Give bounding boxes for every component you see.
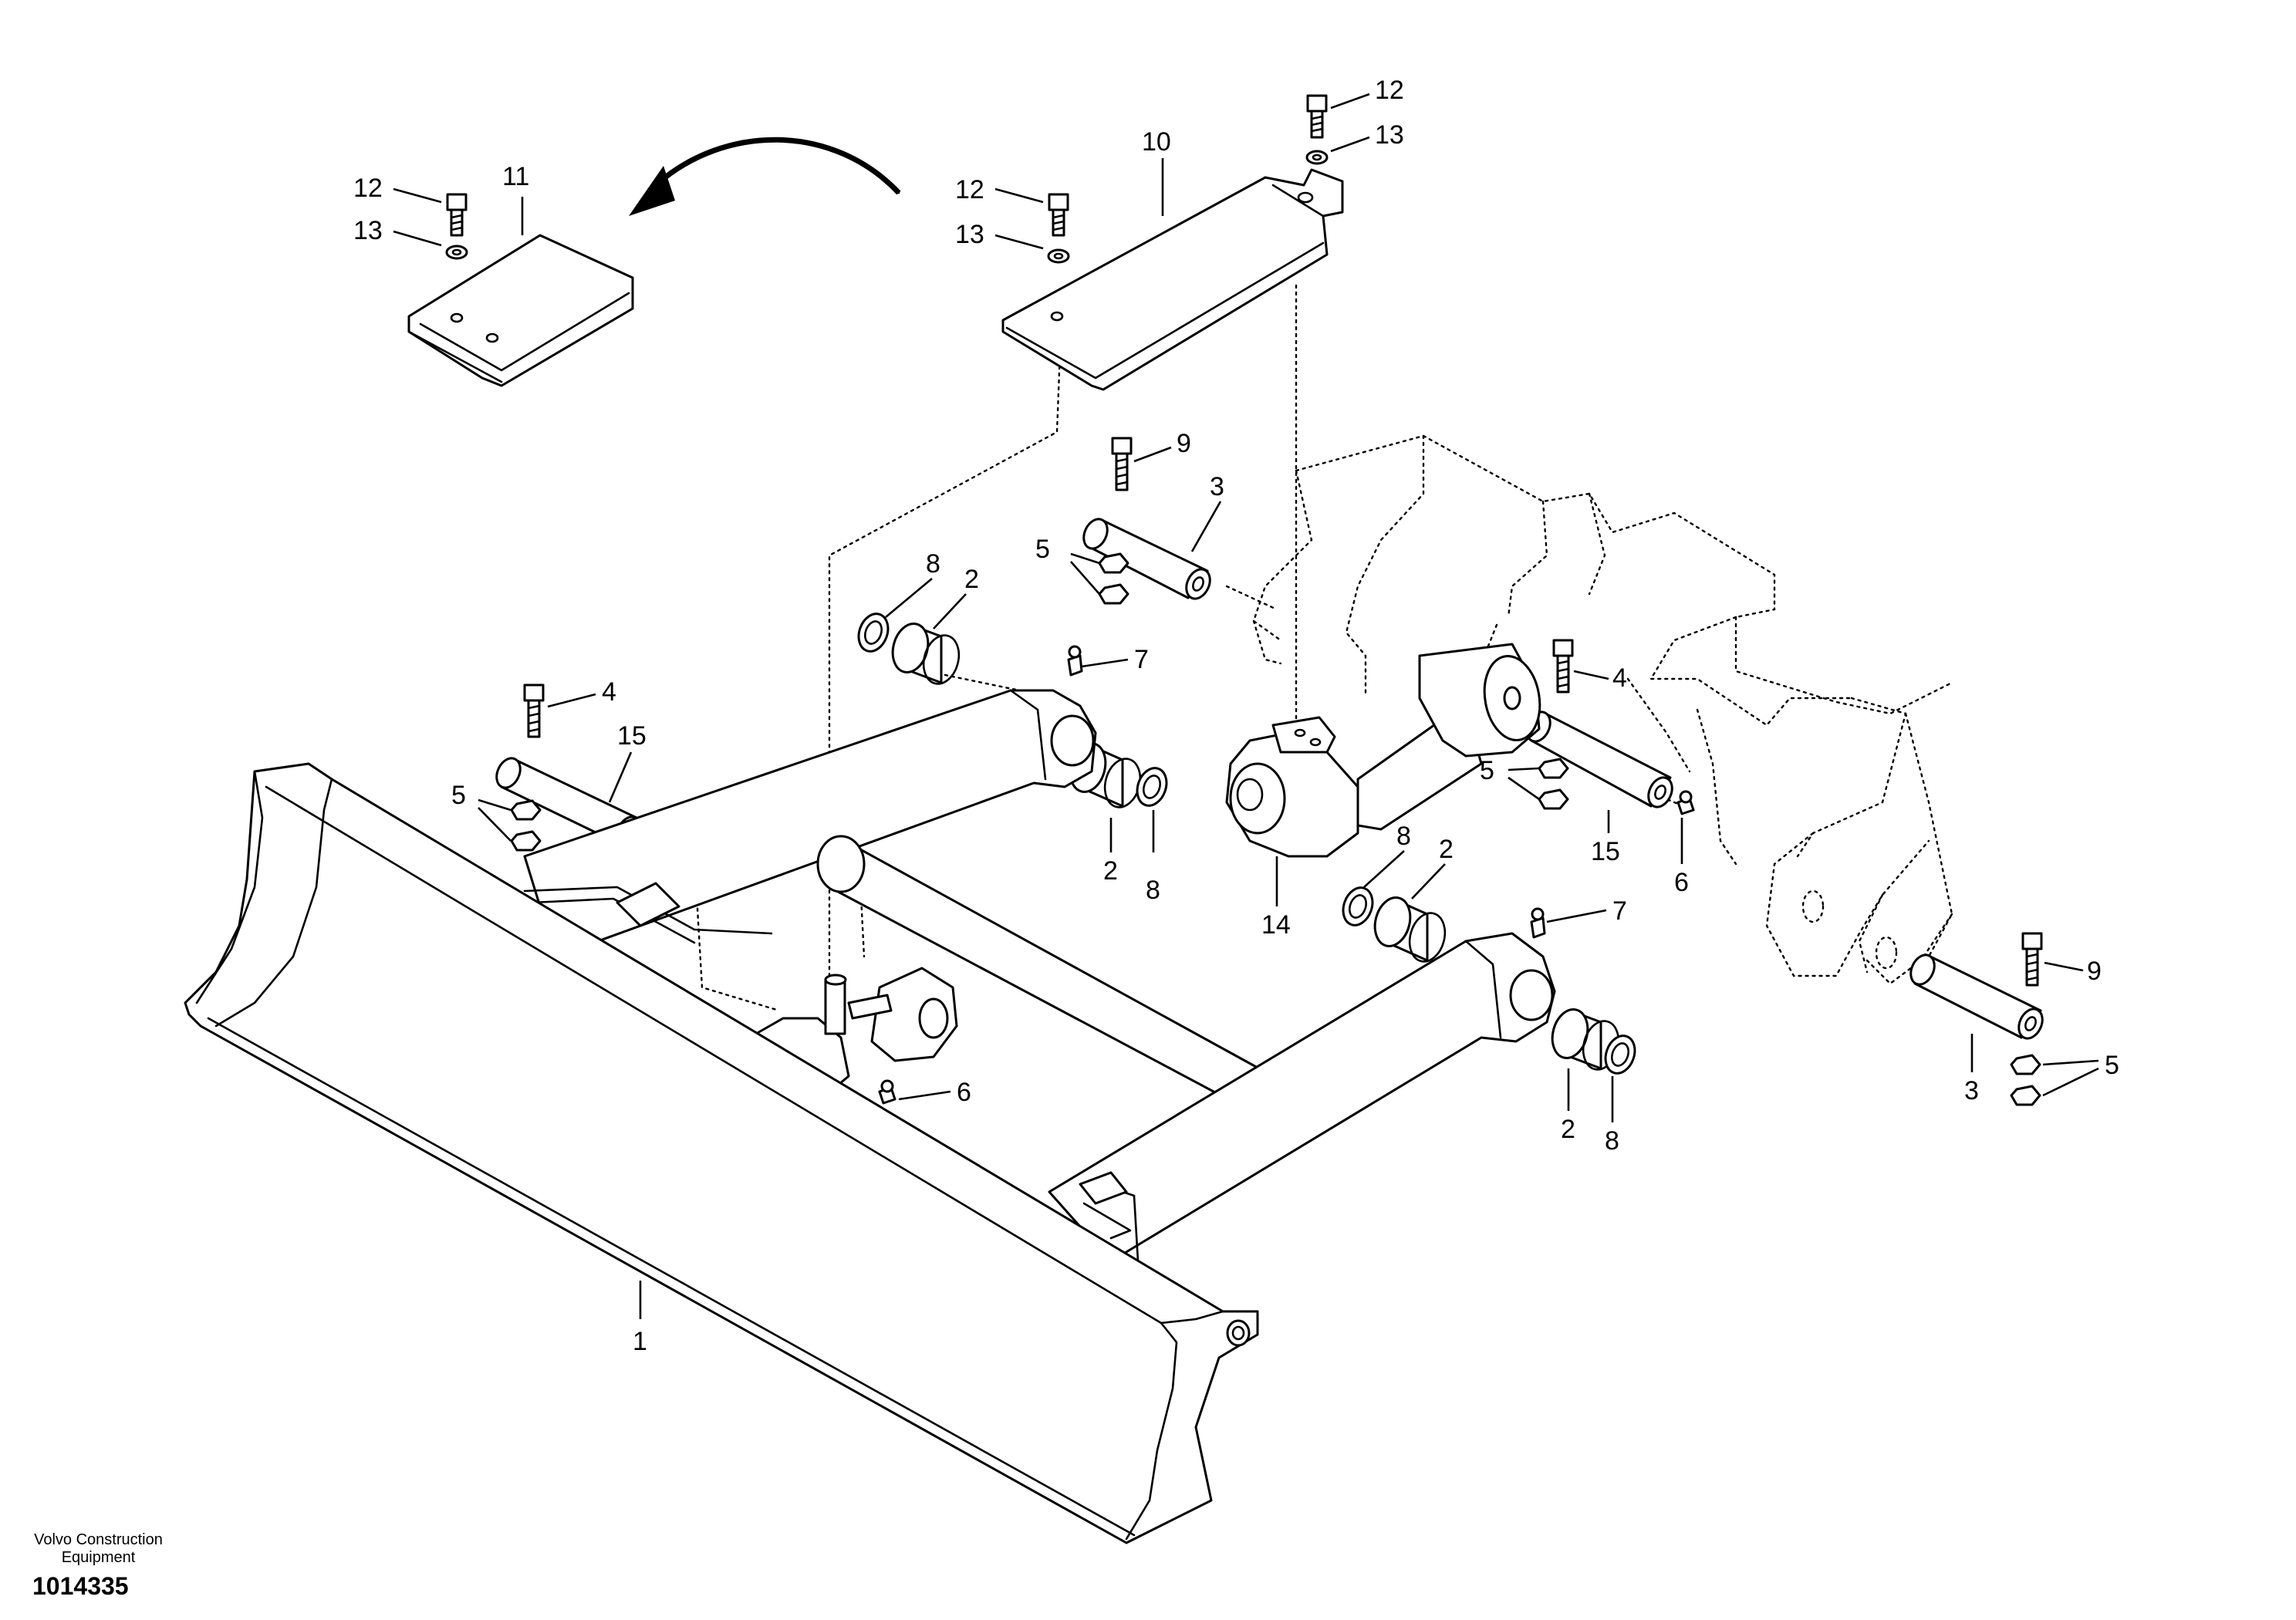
callout-3: 3: [1964, 1076, 1979, 1105]
callout-9: 9: [1177, 429, 1191, 458]
callout-5: 5: [2105, 1051, 2119, 1080]
dozer-blade: [184, 762, 1259, 1544]
callout-12: 12: [955, 175, 984, 204]
callout-7: 7: [1612, 896, 1627, 926]
cover-plate-10: [1001, 168, 1344, 391]
blade-frame: [523, 689, 1556, 1263]
callout-4: 4: [602, 677, 616, 707]
callout-8: 8: [926, 549, 940, 579]
callout-7: 7: [1134, 645, 1149, 674]
callout-15: 15: [617, 721, 647, 751]
callout-3: 3: [1210, 472, 1224, 501]
callout-2: 2: [1439, 835, 1454, 864]
publisher-line-1: Volvo Construction: [34, 1531, 163, 1548]
callout-8: 8: [1146, 876, 1160, 905]
callout-4: 4: [1612, 663, 1627, 693]
callout-6: 6: [957, 1078, 971, 1107]
pins-3-15: [495, 518, 2044, 1040]
callout-12: 12: [353, 174, 383, 203]
callout-12: 12: [1375, 76, 1404, 105]
callout-11: 11: [502, 162, 529, 191]
callout-14: 14: [1261, 910, 1291, 940]
bolt-12-set: [445, 94, 1329, 264]
callout-6: 6: [1674, 868, 1689, 897]
move-arrow-icon: [629, 137, 901, 216]
callout-5: 5: [1480, 756, 1494, 785]
publisher-line-2: Equipment: [61, 1549, 136, 1566]
callout-labels: 12 13 11 12 13 10 12 13 9 3 5 8 2 7 4 15…: [353, 76, 2119, 1356]
callout-10: 10: [1142, 127, 1171, 157]
callout-5: 5: [1035, 535, 1050, 564]
callout-2: 2: [1103, 856, 1118, 886]
nuts-5: [510, 552, 2041, 1106]
grease-fittings: [878, 645, 1695, 1105]
callout-13: 13: [1375, 120, 1404, 150]
callout-2: 2: [1561, 1115, 1575, 1144]
callout-9: 9: [2087, 957, 2102, 986]
leader-lines: [393, 93, 2099, 1319]
callout-1: 1: [633, 1327, 647, 1356]
callout-2: 2: [964, 565, 979, 594]
callout-13: 13: [955, 220, 984, 249]
drawing-number: 1014335: [32, 1572, 129, 1600]
callout-8: 8: [1605, 1126, 1619, 1156]
callout-15: 15: [1591, 837, 1620, 866]
machine-frame-outline: [1252, 434, 1953, 985]
publisher-name: Volvo Construction Equipment: [8, 1531, 189, 1567]
bolts-9-4: [523, 437, 2043, 987]
callout-13: 13: [353, 216, 383, 245]
cylinder-14: [1225, 643, 1541, 858]
callout-8: 8: [1396, 822, 1411, 851]
cover-plate-11: [407, 234, 634, 387]
callout-5: 5: [451, 781, 466, 810]
